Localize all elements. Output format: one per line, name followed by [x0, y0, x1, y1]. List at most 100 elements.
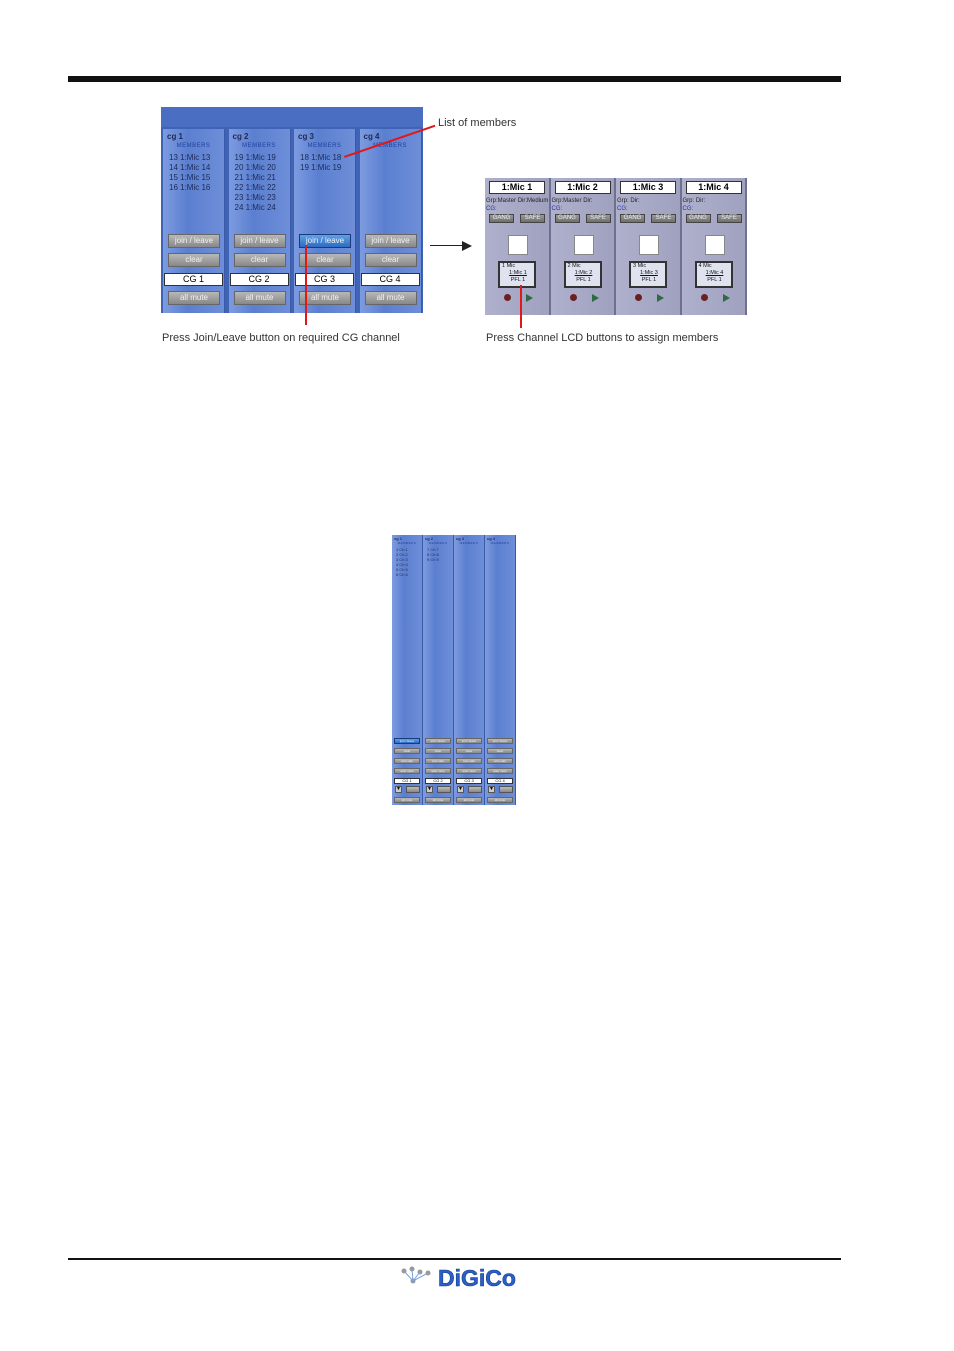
- select-button[interactable]: [508, 235, 528, 255]
- member-item: 20 1:Mic 20: [234, 163, 276, 172]
- member-item: 13 1:Mic 13: [169, 153, 211, 162]
- strip-name: cg 2: [232, 132, 249, 141]
- grp-dir-line: Grp:Master Dir:Medium: [486, 197, 548, 205]
- record-icon[interactable]: [569, 294, 577, 301]
- strip-button[interactable]: join / leave: [425, 738, 451, 744]
- caption-channel-lcd: Press Channel LCD buttons to assign memb…: [486, 332, 719, 344]
- clear-button[interactable]: clear: [364, 253, 417, 267]
- cg-name-field[interactable]: CG 2: [425, 778, 451, 784]
- all-mute-button[interactable]: all mute: [425, 797, 451, 803]
- lcd-pfl: PFL 1: [707, 277, 722, 283]
- play-icon[interactable]: [526, 294, 533, 302]
- safe-button[interactable]: SAFE: [651, 214, 676, 223]
- strip-button[interactable]: auto mute: [456, 768, 482, 774]
- clear-button[interactable]: clear: [233, 253, 286, 267]
- play-icon[interactable]: [657, 294, 664, 302]
- lcd-pfl: PFL 1: [576, 277, 591, 283]
- strip-button[interactable]: clear: [456, 748, 482, 754]
- all-mute-button[interactable]: all mute: [456, 797, 482, 803]
- channel-info: Grp: Dir:CG:: [617, 197, 640, 213]
- clear-button[interactable]: clear: [168, 253, 220, 267]
- lcd-pfl: PFL 1: [510, 277, 526, 283]
- small-button[interactable]: [468, 786, 482, 793]
- join-leave-button[interactable]: join / leave: [233, 234, 286, 248]
- all-mute-button[interactable]: all mute: [394, 797, 420, 803]
- safe-button[interactable]: SAFE: [585, 214, 611, 223]
- strip-button[interactable]: solo safe: [456, 758, 482, 764]
- join-leave-button[interactable]: join / leave: [364, 234, 417, 248]
- grp-label: Grp:Master: [551, 198, 582, 204]
- cg-name-field[interactable]: CG 4: [487, 778, 513, 784]
- small-button[interactable]: [437, 786, 451, 793]
- strip-button[interactable]: auto mute: [487, 768, 513, 774]
- cg-name-field[interactable]: CG 3: [456, 778, 482, 784]
- strip-button[interactable]: auto mute: [425, 768, 451, 774]
- select-button[interactable]: [639, 235, 659, 255]
- all-mute-button[interactable]: all mute: [299, 291, 351, 305]
- member-item: 14 1:Mic 14: [169, 163, 211, 172]
- gang-button[interactable]: GANG: [554, 214, 580, 223]
- join-leave-button[interactable]: join / leave: [168, 234, 220, 248]
- strip-button[interactable]: join / leave: [487, 738, 513, 744]
- gang-button[interactable]: GANG: [685, 214, 711, 223]
- all-mute-button[interactable]: all mute: [487, 797, 513, 803]
- strip-button[interactable]: solo safe: [487, 758, 513, 764]
- cg-name-field[interactable]: CG 4: [360, 273, 420, 286]
- clear-button[interactable]: clear: [299, 253, 351, 267]
- join-leave-button[interactable]: join / leave: [299, 234, 351, 248]
- strip-button[interactable]: auto mute: [394, 768, 420, 774]
- strip-button[interactable]: solo safe: [425, 758, 451, 764]
- record-icon[interactable]: [635, 294, 642, 301]
- gang-button[interactable]: GANG: [620, 214, 645, 223]
- cg-name-field[interactable]: CG 1: [394, 778, 420, 784]
- channel-info: Grp:Master Dir:CG:: [552, 197, 593, 213]
- record-icon[interactable]: [504, 294, 511, 301]
- arrow-head-icon: [462, 241, 472, 251]
- safe-button[interactable]: SAFE: [520, 214, 545, 223]
- all-mute-button[interactable]: all mute: [233, 291, 286, 305]
- gang-button[interactable]: GANG: [489, 214, 514, 223]
- safe-button[interactable]: SAFE: [716, 214, 742, 223]
- member-item: 8 Ch 8: [427, 552, 439, 557]
- select-button[interactable]: [704, 235, 725, 255]
- cg-name-field[interactable]: CG 2: [229, 273, 289, 286]
- member-item: 6 Ch 6: [396, 572, 408, 577]
- cg-name-field[interactable]: CG 3: [295, 273, 354, 286]
- svg-text:DiGiCo: DiGiCo: [438, 1265, 516, 1291]
- play-icon[interactable]: [722, 294, 730, 302]
- small-button[interactable]: [406, 786, 420, 793]
- strip-button[interactable]: clear: [425, 748, 451, 754]
- record-icon[interactable]: [700, 294, 708, 301]
- all-mute-button[interactable]: all mute: [364, 291, 417, 305]
- dropdown-icon[interactable]: ▼: [457, 786, 464, 793]
- grp-label: Grp:Master: [486, 198, 517, 204]
- strip-name: cg 4: [363, 132, 380, 141]
- select-button[interactable]: [573, 235, 594, 255]
- play-icon[interactable]: [591, 294, 599, 302]
- dropdown-icon[interactable]: ▼: [395, 786, 402, 793]
- strip-button[interactable]: join / leave: [456, 738, 482, 744]
- strip-button[interactable]: join / leave: [394, 738, 420, 744]
- strip-button[interactable]: clear: [394, 748, 420, 754]
- lcd-number: 2 Mic: [567, 263, 581, 269]
- lcd-name: 1:Mic 1: [509, 270, 527, 276]
- strip-button[interactable]: clear: [487, 748, 513, 754]
- channel-name: 1:Mic 4: [685, 181, 742, 194]
- dropdown-icon[interactable]: ▼: [488, 786, 495, 793]
- small-button[interactable]: [499, 786, 513, 793]
- strip-button[interactable]: solo safe: [394, 758, 420, 764]
- all-mute-button[interactable]: all mute: [168, 291, 220, 305]
- dropdown-icon[interactable]: ▼: [426, 786, 433, 793]
- cg-name-field[interactable]: CG 1: [164, 273, 223, 286]
